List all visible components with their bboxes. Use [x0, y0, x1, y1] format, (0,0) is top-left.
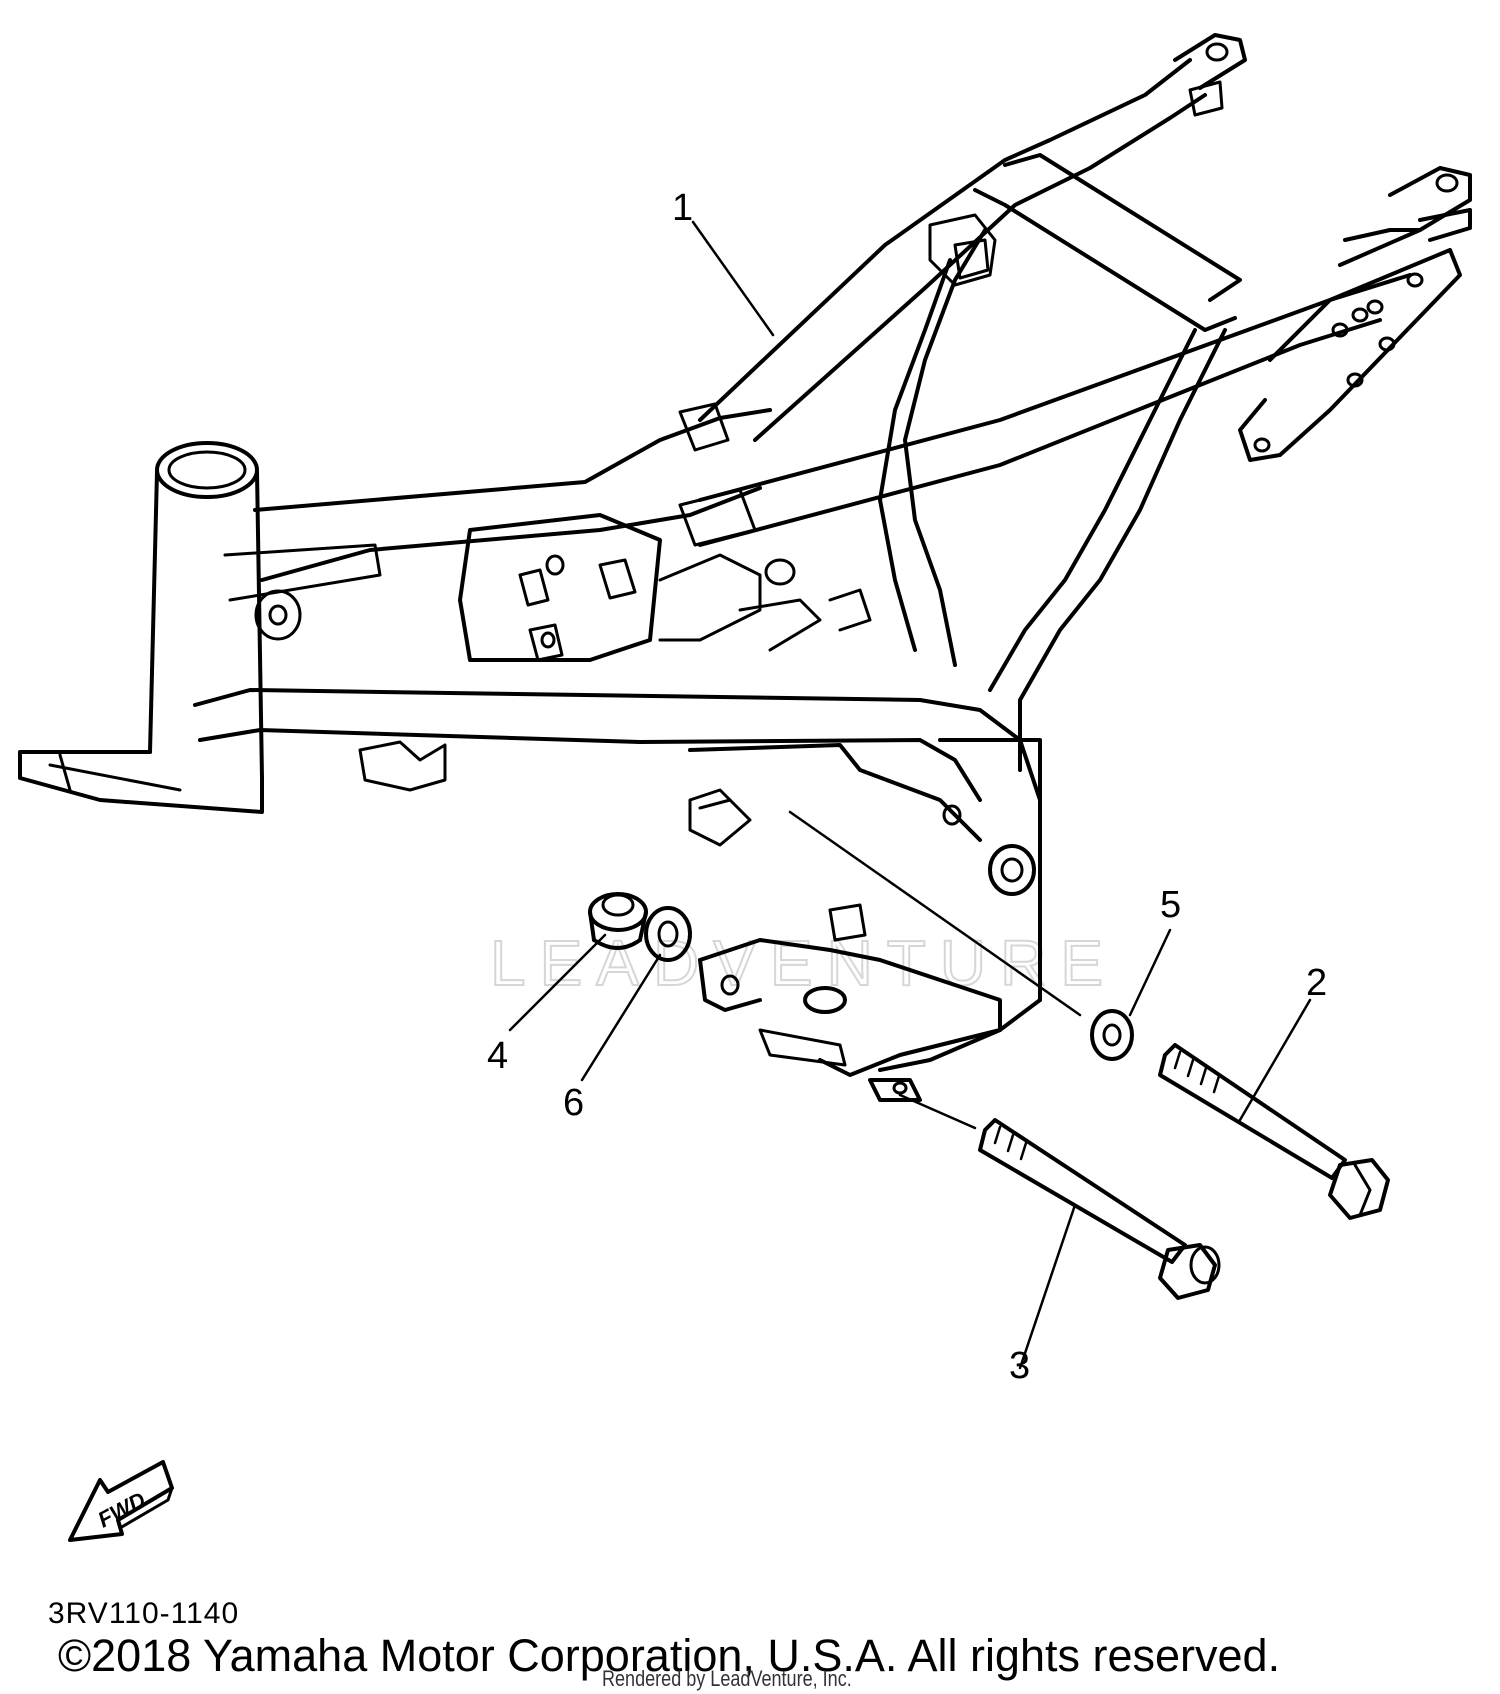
- leader-line-6: [580, 953, 662, 1082]
- leader-line-1: [691, 220, 775, 337]
- copyright-notice: ©2018 Yamaha Motor Corporation, U.S.A. A…: [58, 1630, 1281, 1681]
- plain-washer: [644, 906, 692, 962]
- leader-line-5: [1128, 928, 1172, 1017]
- forward-arrow-icon: FWD: [68, 1460, 174, 1542]
- long-bolt-3: [978, 1118, 1221, 1300]
- leader-line-3: [1018, 1203, 1077, 1370]
- watermark: LEADVENTURE: [490, 927, 1117, 999]
- leader-line-4: [508, 933, 607, 1032]
- diagram-code: 3RV110-1140: [48, 1597, 240, 1630]
- callout-2: 2: [1306, 962, 1327, 1004]
- assembly-line-lower: [898, 1093, 977, 1130]
- callout-5: 5: [1160, 884, 1181, 926]
- leader-line-2: [1238, 998, 1312, 1122]
- render-credit: Rendered by LeadVenture, Inc.: [602, 1666, 852, 1691]
- callout-3: 3: [1009, 1345, 1030, 1387]
- callout-6: 6: [563, 1082, 584, 1124]
- long-bolt-2: [1158, 1043, 1390, 1220]
- callout-1: 1: [672, 187, 693, 229]
- assembly-line-pivot: [788, 810, 1082, 1017]
- lock-washer: [1090, 1009, 1134, 1061]
- callout-4: 4: [487, 1035, 508, 1077]
- motorcycle-frame: [18, 33, 1472, 1102]
